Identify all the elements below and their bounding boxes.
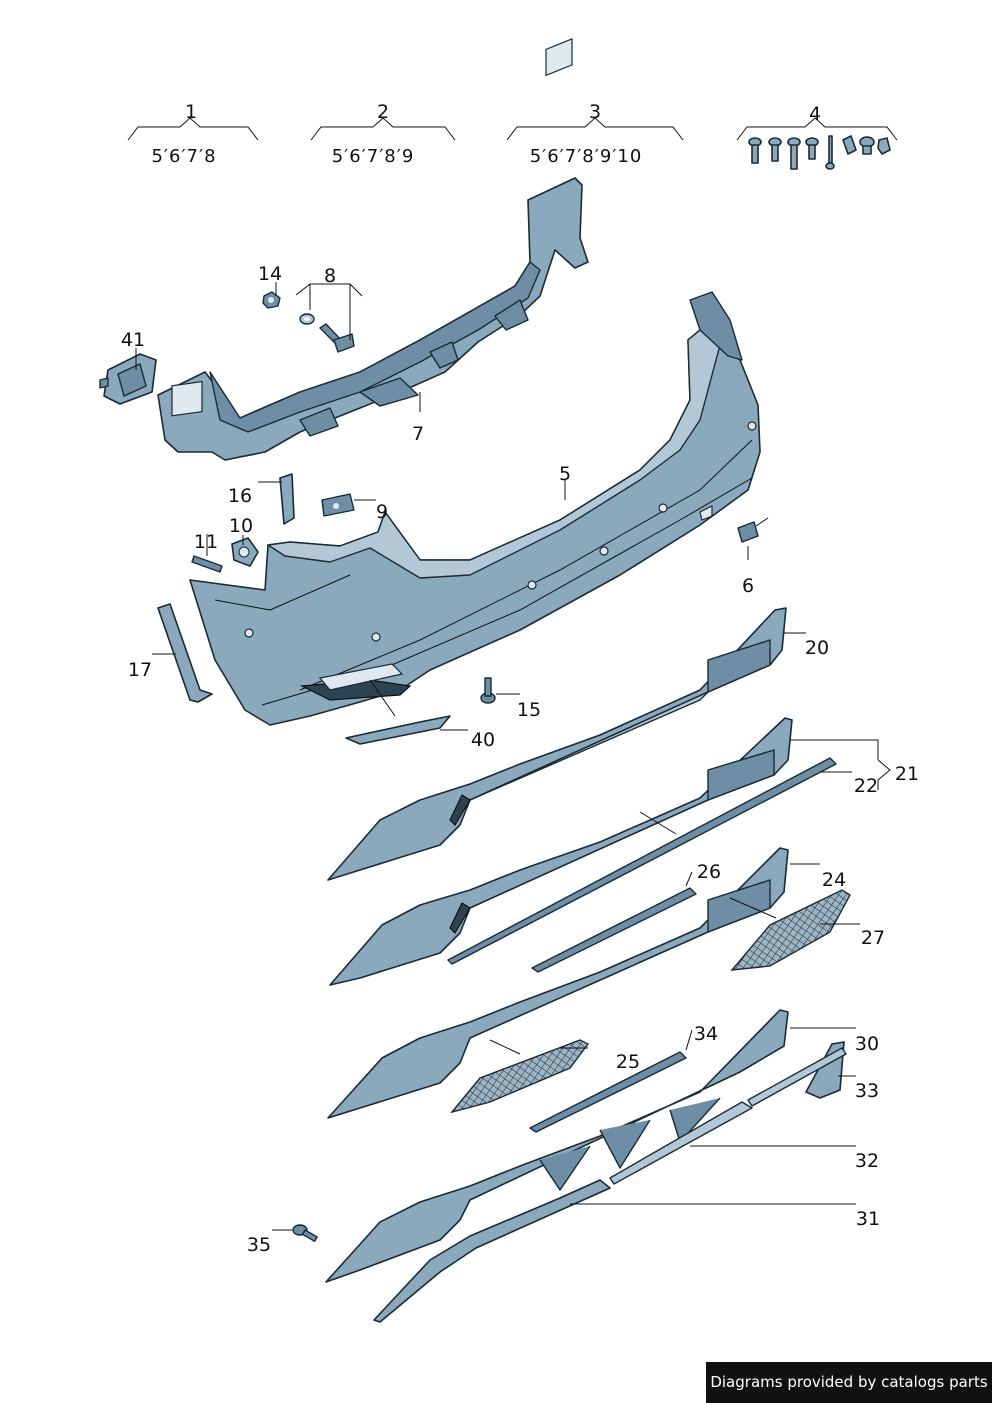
group-bracket-1: 1 5′6′7′8 xyxy=(127,101,259,167)
screw-35 xyxy=(292,1224,318,1243)
callout-26: 26 xyxy=(697,861,721,883)
callout-21: 21 xyxy=(895,763,919,785)
callout-14: 14 xyxy=(258,263,282,285)
group-3-sub: 5′6′7′8′9′10 xyxy=(530,146,643,167)
callout-33: 33 xyxy=(855,1080,879,1102)
group-4-number: 4 xyxy=(809,103,821,125)
trim-strip-34 xyxy=(529,1051,687,1133)
callout-32: 32 xyxy=(855,1150,879,1172)
screw-15 xyxy=(480,677,496,704)
strip-11 xyxy=(191,555,223,573)
callout-10: 10 xyxy=(229,515,253,537)
group-2-number: 2 xyxy=(377,101,389,123)
callout-27: 27 xyxy=(861,927,885,949)
group-2-sub: 5′6′7′8′9 xyxy=(332,146,415,167)
callout-25: 25 xyxy=(616,1051,640,1073)
callout-41: 41 xyxy=(121,329,145,351)
trim-bar-22 xyxy=(447,757,837,965)
grille-25 xyxy=(450,1039,590,1114)
sensor-holder-10 xyxy=(231,537,259,567)
diffuser-20 xyxy=(327,607,787,881)
diffuser-24 xyxy=(327,847,789,1119)
callout-31: 31 xyxy=(856,1208,880,1230)
callout-35: 35 xyxy=(247,1234,271,1256)
grille-27 xyxy=(730,889,851,971)
callout-16: 16 xyxy=(228,485,252,507)
callout-30: 30 xyxy=(855,1033,879,1055)
nut-14 xyxy=(262,291,281,309)
leader-lines xyxy=(135,282,891,1231)
bumper-cover xyxy=(189,291,761,726)
trim-32 xyxy=(609,1047,847,1185)
callout-15: 15 xyxy=(517,699,541,721)
bolt-set-8 xyxy=(299,313,355,353)
group-bracket-3: 3 5′6′7′8′9′10 xyxy=(506,101,684,167)
callout-22: 22 xyxy=(854,775,878,797)
attribution-banner: Diagrams provided by catalogs parts xyxy=(706,1362,992,1403)
group-1-number: 1 xyxy=(185,101,197,123)
bumper-carrier xyxy=(157,38,589,461)
side-guide-17 xyxy=(157,603,213,703)
group-3-number: 3 xyxy=(589,101,601,123)
callout-5: 5 xyxy=(559,463,571,485)
trim-strip-26 xyxy=(531,887,697,973)
fastener-set-icon xyxy=(748,135,891,170)
callout-34: 34 xyxy=(694,1023,718,1045)
group-bracket-2: 2 5′6′7′8′9 xyxy=(310,101,456,167)
group-bracket-4: 4 xyxy=(736,103,898,141)
sensor-bracket-41 xyxy=(99,353,157,405)
callout-9: 9 xyxy=(376,501,388,523)
guide-16 xyxy=(279,473,295,525)
callout-20: 20 xyxy=(805,637,829,659)
diffuser-21 xyxy=(329,717,793,986)
callout-40: 40 xyxy=(471,729,495,751)
callout-7: 7 xyxy=(412,423,424,445)
diffuser-30 xyxy=(325,1009,789,1283)
tow-cap-6 xyxy=(737,517,769,543)
callout-17: 17 xyxy=(128,659,152,681)
group-1-sub: 5′6′7′8 xyxy=(151,146,216,167)
trim-31 xyxy=(373,1179,611,1323)
callout-11: 11 xyxy=(194,531,218,553)
callout-6: 6 xyxy=(742,575,754,597)
callout-labels: 5 6 7 8 9 10 11 14 15 16 17 20 21 22 24 … xyxy=(121,263,919,1256)
callout-8: 8 xyxy=(324,265,336,287)
trim-strip-40 xyxy=(345,715,451,745)
callout-24: 24 xyxy=(822,869,846,891)
clip-9 xyxy=(321,493,355,517)
